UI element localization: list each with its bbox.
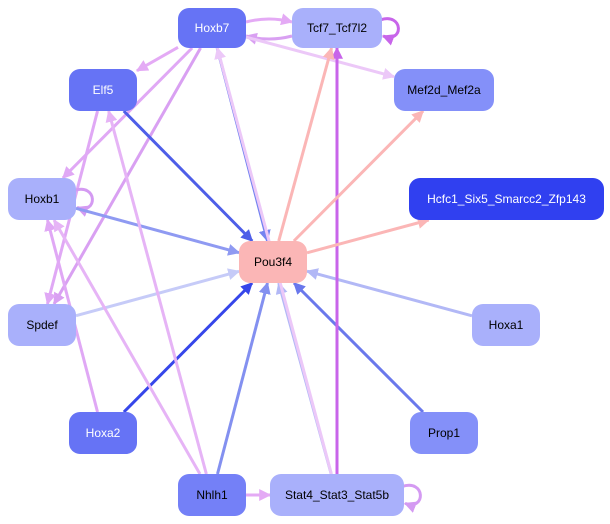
edge-hoxb1-to-pou3f4 (75, 206, 241, 256)
edge-nhlh1-to-hoxb1 (52, 218, 202, 475)
node-prop1[interactable]: Prop1 (410, 412, 478, 454)
edge-prop1-to-pou3f4 (292, 281, 425, 414)
node-mef2d-mef2a[interactable]: Mef2d_Mef2a (394, 69, 494, 111)
edge-hoxa1-to-pou3f4 (305, 268, 473, 318)
node-elf5[interactable]: Elf5 (69, 69, 137, 111)
edge-hoxb7-to-mef2d-mef2a (245, 35, 396, 80)
node-hcfc1-six5-smarcc2-zfp143[interactable]: Hcfc1_Six5_Smarcc2_Zfp143 (409, 178, 604, 220)
node-hoxa1[interactable]: Hoxa1 (472, 304, 540, 346)
node-tcf7-tcf7l2[interactable]: Tcf7_Tcf7l2 (292, 8, 382, 48)
edge-hoxb7-to-elf5 (135, 46, 179, 72)
edge-pou3f4-to-mef2d-mef2a (292, 109, 425, 243)
node-nhlh1[interactable]: Nhlh1 (178, 474, 246, 516)
node-hoxa2[interactable]: Hoxa2 (69, 412, 137, 454)
node-hoxb7[interactable]: Hoxb7 (178, 8, 246, 48)
node-pou3f4[interactable]: Pou3f4 (239, 241, 307, 283)
node-hoxb1[interactable]: Hoxb1 (8, 178, 76, 220)
node-spdef[interactable]: Spdef (8, 304, 76, 346)
edge-stat4-stat3-stat5b-to-stat4-stat3-stat5b (401, 483, 422, 513)
node-stat4-stat3-stat5b[interactable]: Stat4_Stat3_Stat5b (270, 474, 404, 516)
edge-pou3f4-to-tcf7-tcf7l2 (277, 46, 335, 242)
edge-hoxa2-to-pou3f4 (122, 281, 254, 414)
edge-nhlh1-to-elf5 (105, 109, 208, 475)
edge-elf5-to-pou3f4 (122, 109, 254, 243)
edge-nhlh1-to-pou3f4 (216, 281, 271, 475)
edge-hoxb7-to-tcf7-tcf7l2 (245, 13, 294, 26)
edge-tcf7-tcf7l2-to-tcf7-tcf7l2 (379, 17, 400, 46)
edge-pou3f4-to-hcfc1-six5-smarcc2-zfp143 (306, 217, 430, 255)
edge-group (44, 13, 473, 513)
